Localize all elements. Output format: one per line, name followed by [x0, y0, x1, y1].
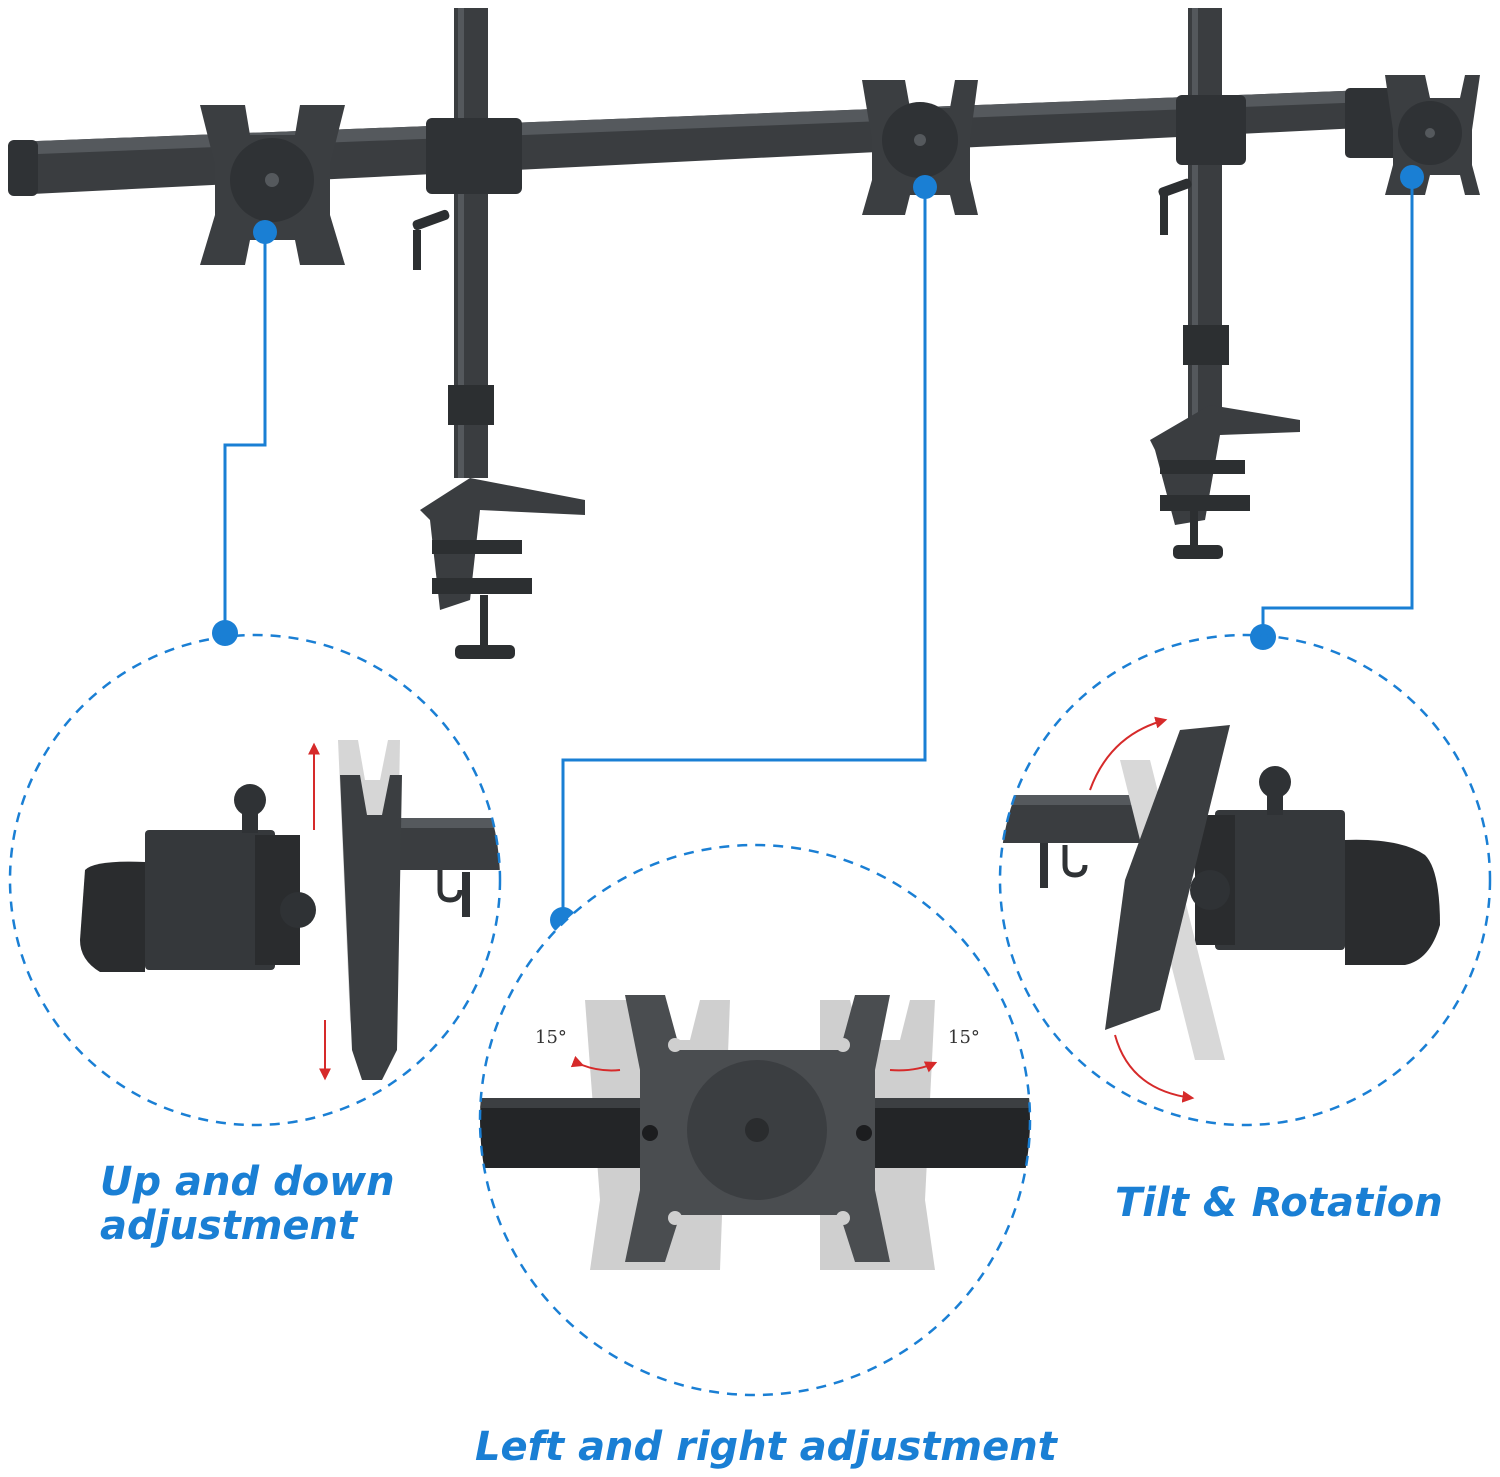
dot-plate-middle — [913, 175, 937, 199]
caption-up-down-line2: adjustment — [100, 1203, 358, 1249]
triple-monitor-mount — [8, 8, 1480, 659]
pole-left — [412, 8, 585, 659]
vesa-plate-middle — [862, 80, 978, 215]
callout-connectors — [223, 177, 1414, 920]
callout-circle-right — [998, 633, 1492, 1127]
dot-callout-left — [212, 620, 238, 646]
caption-left-right: Left and right adjustment — [475, 1424, 1057, 1470]
callout-left-right: 15° 15° — [478, 843, 1032, 1397]
caption-up-down-line1: Up and down — [100, 1159, 395, 1205]
vesa-plate-left — [200, 105, 345, 265]
crossbar — [8, 88, 1420, 196]
pole-right — [1150, 8, 1300, 559]
connector-left — [223, 232, 267, 633]
callout-circle-middle — [478, 843, 1032, 1397]
connector-middle — [561, 187, 927, 920]
callout-up-down — [8, 633, 502, 1127]
angle-label-right: 15° — [948, 1027, 980, 1048]
connector-right — [1261, 177, 1414, 637]
dot-plate-right — [1400, 165, 1424, 189]
caption-tilt-rotation: Tilt & Rotation — [1115, 1180, 1443, 1226]
angle-label-left: 15° — [535, 1027, 567, 1048]
callout-circle-left — [8, 633, 502, 1127]
dot-plate-left — [253, 220, 277, 244]
caption-up-down: Up and down adjustment — [100, 1160, 395, 1248]
callout-tilt-rotation — [998, 633, 1492, 1127]
dot-callout-right — [1250, 624, 1276, 650]
connector-dots — [212, 165, 1424, 933]
vesa-plate-right — [1345, 75, 1480, 195]
